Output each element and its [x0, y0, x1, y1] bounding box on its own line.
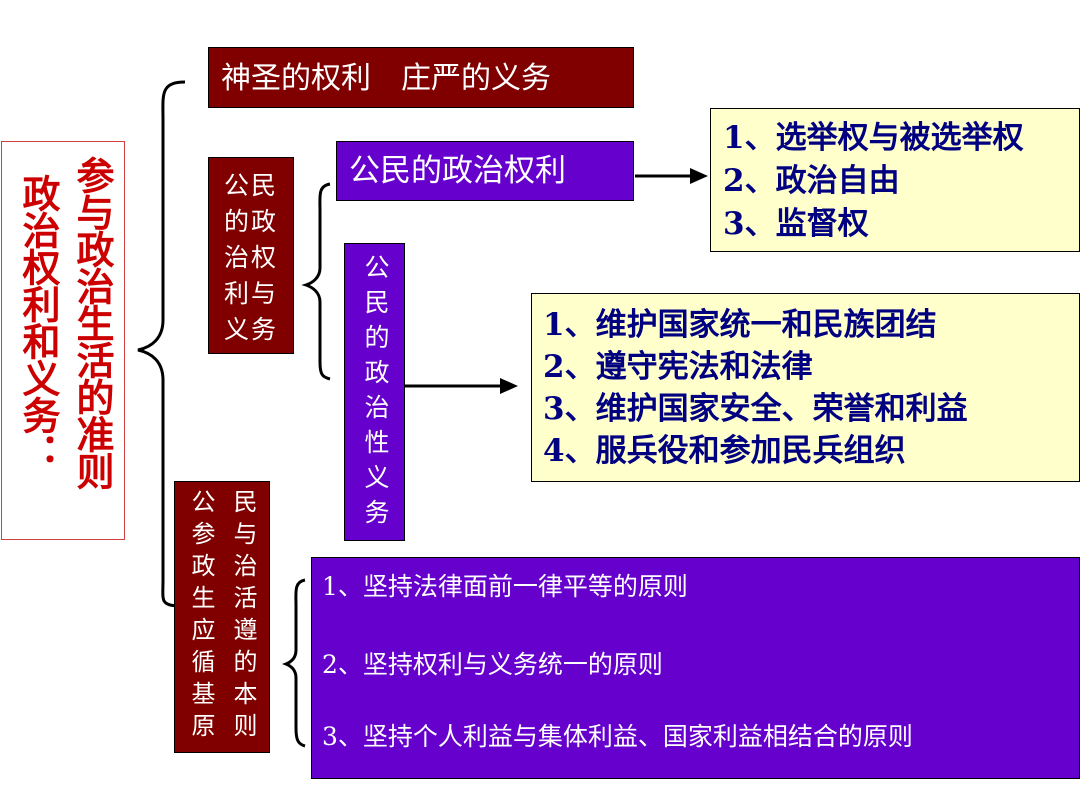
rights-duties-line: 公民: [223, 171, 278, 200]
main-title-line1: 参与政治生活的准则: [70, 156, 115, 489]
duties-arrow-head: [500, 378, 518, 394]
political-duties-label-box: 公民的政治性义务: [344, 243, 405, 541]
list-item: 3、坚持个人利益与集体利益、国家利益相结合的原则: [322, 722, 913, 751]
list-item: 1、坚持法律面前一律平等的原则: [322, 572, 688, 601]
list-item: 1、选举权与被选举权: [723, 120, 1024, 156]
main-title-line2: 政治权利和义务：: [16, 174, 61, 470]
top-box-text: 神圣的权利 庄严的义务: [221, 61, 551, 96]
list-item: 4、服兵役和参加民兵组织: [543, 433, 906, 469]
list-item: 1、维护国家统一和民族团结: [543, 307, 937, 343]
rights-duties-line: 利与: [223, 279, 278, 308]
political-rights-list: 1、选举权与被选举权 2、政治自由 3、监督权: [710, 108, 1080, 252]
principles-label-box: 公参政生应循基原 民与治活遵的本则: [174, 481, 270, 753]
rights-duties-line: 的政: [223, 207, 278, 236]
principles-brace: [281, 578, 306, 748]
principles-list: 1、坚持法律面前一律平等的原则 2、坚持权利与义务统一的原则 3、坚持个人利益与…: [311, 557, 1080, 779]
list-item: 2、政治自由: [723, 163, 900, 199]
rights-duties-line: 治权: [223, 243, 278, 272]
list-item: 3、监督权: [723, 206, 869, 242]
political-duties-label: 公民的政治性义务: [361, 254, 390, 534]
list-item: 3、维护国家安全、荣誉和利益: [543, 391, 968, 427]
top-box: 神圣的权利 庄严的义务: [208, 47, 634, 108]
list-item: 2、坚持权利与义务统一的原则: [322, 650, 663, 679]
principles-label-col-left: 民与治活遵的本则: [229, 489, 257, 745]
rights-duties-line: 义务: [223, 315, 278, 344]
political-duties-list: 1、维护国家统一和民族团结 2、遵守宪法和法律 3、维护国家安全、荣誉和利益 4…: [531, 293, 1080, 482]
principles-label-col-right: 公参政生应循基原: [187, 489, 215, 745]
political-rights-label-box: 公民的政治权利: [336, 141, 634, 201]
rights-duties-box: 公民 的政 治权 利与 义务: [208, 157, 294, 354]
political-rights-label: 公民的政治权利: [349, 153, 566, 189]
list-item: 2、遵守宪法和法律: [543, 349, 813, 385]
rights-arrow-head: [690, 168, 708, 184]
rights-brace: [301, 182, 331, 381]
main-title-box: 参与政治生活的准则 政治权利和义务：: [1, 141, 125, 540]
main-brace: [137, 80, 186, 608]
